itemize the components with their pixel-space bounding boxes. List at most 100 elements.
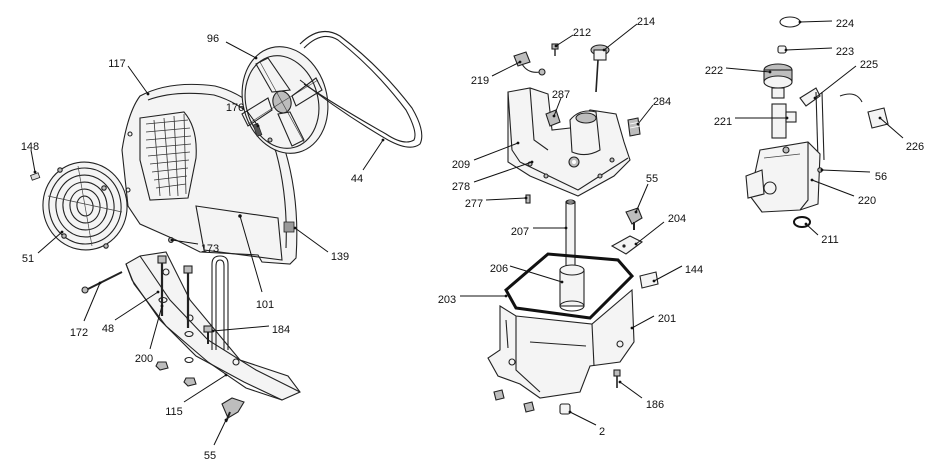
pump-head-frame — [507, 87, 631, 197]
leader-tip-211 — [804, 222, 808, 226]
leader-line-173 — [171, 239, 199, 245]
part-number-220: 220 — [858, 195, 876, 207]
foot-2 — [493, 389, 571, 415]
bolt-184 — [203, 325, 213, 344]
leader-tip-220 — [810, 178, 814, 182]
pump-body-220 — [745, 141, 821, 213]
leader-line-284 — [637, 104, 654, 125]
part-number-214: 214 — [637, 16, 655, 28]
part-number-221: 221 — [714, 116, 732, 128]
part-number-224: 224 — [836, 18, 854, 30]
knob-55-left — [221, 397, 245, 423]
leader-tip-55 — [224, 418, 228, 422]
leader-line-186 — [619, 381, 643, 399]
leader-tip-186 — [618, 380, 622, 384]
leader-line-115 — [183, 374, 227, 403]
leader-tip-278 — [530, 160, 534, 164]
leader-tip-221 — [785, 116, 789, 120]
part-number-225: 225 — [860, 59, 878, 71]
fitting-225 — [799, 87, 825, 161]
part-number-223: 223 — [836, 46, 854, 58]
leader-tip-101 — [238, 214, 242, 218]
gasket-203 — [504, 252, 635, 320]
leader-line-214 — [603, 23, 638, 51]
leader-line-44 — [362, 139, 384, 171]
part-number-200: 200 — [135, 353, 153, 365]
rod-207 — [565, 199, 576, 269]
fill-cap — [590, 44, 610, 93]
leader-tip-48 — [156, 290, 160, 294]
screw-148 — [30, 172, 41, 181]
leader-tip-206 — [560, 280, 564, 284]
leader-line-206 — [509, 265, 563, 283]
part-number-144: 144 — [685, 264, 703, 276]
part-number-117: 117 — [108, 58, 126, 70]
part-number-277: 277 — [465, 198, 483, 210]
leader-line-176 — [246, 110, 259, 127]
leader-line-222 — [725, 67, 771, 73]
label-144 — [639, 271, 659, 289]
u-bolt — [211, 255, 229, 350]
part-number-186: 186 — [646, 399, 664, 411]
leader-tip-176 — [256, 124, 260, 128]
fan-guard — [42, 161, 128, 251]
leader-tip-148 — [33, 170, 37, 174]
sensor-219 — [513, 51, 546, 76]
leader-line-226 — [879, 117, 904, 139]
part-number-207: 207 — [511, 226, 529, 238]
leader-tip-201 — [630, 326, 634, 330]
leader-tip-287 — [552, 114, 556, 118]
leader-line-96 — [225, 41, 257, 59]
part-number-44: 44 — [351, 173, 363, 185]
leader-line-200 — [149, 305, 163, 350]
leader-line-287 — [553, 97, 562, 117]
part-number-278: 278 — [452, 181, 470, 193]
leader-tip-204 — [634, 242, 638, 246]
leader-line-144 — [653, 265, 683, 282]
leader-tip-226 — [878, 116, 882, 120]
leader-tip-277 — [524, 196, 528, 200]
part-number-211: 211 — [821, 234, 839, 246]
pump-base — [487, 288, 635, 399]
leader-line-212 — [555, 34, 574, 47]
part-number-51: 51 — [22, 253, 34, 265]
cylinder-206 — [559, 264, 585, 312]
part-number-173: 173 — [201, 243, 219, 255]
part-number-287: 287 — [552, 89, 570, 101]
part-number-172: 172 — [70, 327, 88, 339]
leader-line-56 — [821, 169, 871, 173]
part-number-184: 184 — [272, 324, 290, 336]
leader-line-51 — [37, 231, 63, 254]
leader-line-223 — [785, 47, 833, 51]
part-number-55: 55 — [204, 450, 216, 462]
leader-tip-212 — [554, 44, 558, 48]
part-number-148: 148 — [21, 141, 39, 153]
leader-tip-207 — [564, 226, 568, 230]
knob-222 — [763, 63, 793, 99]
leader-line-277 — [485, 197, 527, 201]
leader-line-204 — [635, 221, 665, 245]
part-number-222: 222 — [705, 65, 723, 77]
leader-tip-115 — [224, 373, 228, 377]
part-number-48: 48 — [102, 323, 114, 335]
leader-line-55 — [635, 183, 649, 213]
part-number-139: 139 — [331, 251, 349, 263]
leader-line-139 — [294, 227, 329, 253]
screw-172 — [81, 271, 123, 294]
leader-tip-173 — [170, 238, 174, 242]
part-number-201: 201 — [658, 313, 676, 325]
leader-line-219 — [491, 61, 521, 77]
leader-tip-139 — [293, 226, 297, 230]
leader-tip-200 — [160, 304, 164, 308]
leader-tip-284 — [636, 122, 640, 126]
part-number-2: 2 — [599, 426, 605, 438]
part-number-56: 56 — [875, 171, 887, 183]
oring-211 — [793, 216, 811, 228]
leader-line-55 — [213, 419, 227, 446]
hose-226 — [839, 93, 889, 129]
leader-tip-55 — [634, 210, 638, 214]
leader-line-48 — [114, 291, 159, 321]
leader-line-211 — [805, 223, 819, 236]
pulley — [241, 46, 329, 154]
